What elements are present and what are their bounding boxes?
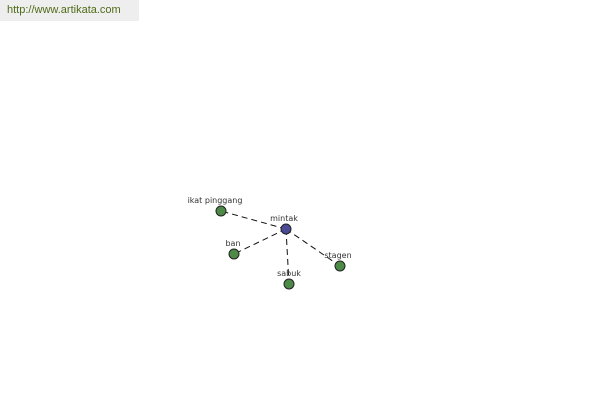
- node-circle-ikat-pinggang[interactable]: [215, 205, 227, 217]
- node-label-center: mintak: [270, 214, 298, 223]
- node-label-stagen: stagen: [324, 251, 351, 260]
- node-label-ikat-pinggang: ikat pinggang: [188, 196, 243, 205]
- url-banner[interactable]: http://www.artikata.com: [0, 0, 139, 21]
- node-circle-stagen[interactable]: [334, 260, 346, 272]
- nodes-group: mintak ikat pinggang ban sabuk stagen: [188, 196, 352, 290]
- node-label-ban: ban: [225, 239, 240, 248]
- edges-group: [220, 210, 341, 285]
- edge-ban: [233, 228, 287, 255]
- url-text[interactable]: http://www.artikata.com: [7, 4, 121, 16]
- node-circle-center[interactable]: [280, 223, 292, 235]
- node-center[interactable]: mintak: [270, 214, 298, 235]
- edge-ikat-pinggang: [220, 210, 287, 230]
- node-ikat-pinggang[interactable]: ikat pinggang: [188, 196, 243, 217]
- node-circle-ban[interactable]: [228, 248, 240, 260]
- edge-stagen: [285, 228, 341, 267]
- node-stagen[interactable]: stagen: [324, 251, 352, 272]
- node-sabuk[interactable]: sabuk: [277, 269, 301, 290]
- edge-sabuk: [285, 228, 290, 285]
- node-label-sabuk: sabuk: [277, 269, 301, 278]
- node-circle-sabuk[interactable]: [283, 278, 295, 290]
- node-ban[interactable]: ban: [225, 239, 241, 260]
